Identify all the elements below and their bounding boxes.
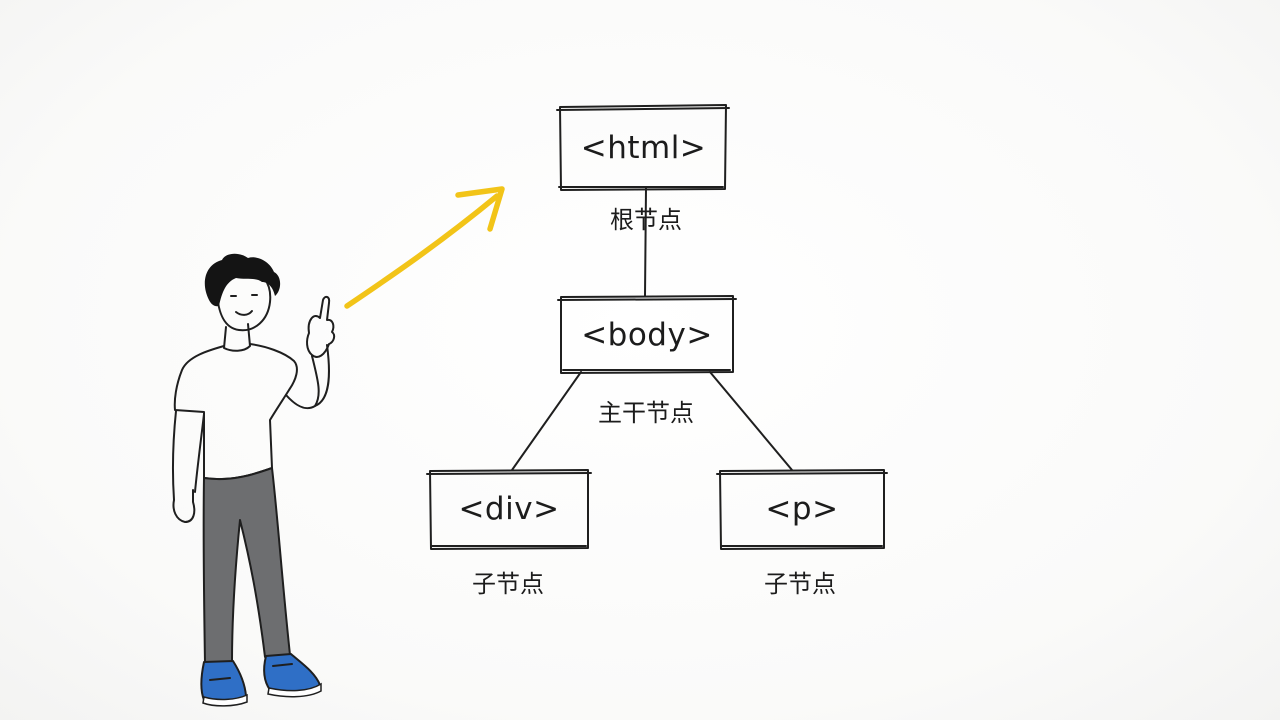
node-box-p xyxy=(716,469,888,550)
edge-html-body xyxy=(644,187,647,297)
right-shoe xyxy=(263,653,321,694)
node-div: <div> xyxy=(430,470,588,548)
node-p: <p> xyxy=(720,470,884,548)
edge-body-p xyxy=(709,371,793,471)
node-html-tag: <html> xyxy=(580,129,707,166)
node-box-body xyxy=(557,295,737,374)
t-shirt xyxy=(173,343,298,481)
node-div-tag: <div> xyxy=(458,491,560,527)
node-body-tag: <body> xyxy=(581,317,713,353)
node-html: <html> xyxy=(561,106,726,189)
node-box-html xyxy=(556,104,730,191)
left-shoe xyxy=(200,660,247,704)
node-p-caption: 子节点 xyxy=(764,570,836,598)
node-div-caption: 子节点 xyxy=(472,570,544,598)
person-illustration xyxy=(171,253,336,707)
edge-body-div xyxy=(511,371,582,471)
node-p-tag: <p> xyxy=(765,491,839,527)
node-html-caption: 根节点 xyxy=(610,206,682,234)
pants xyxy=(202,467,291,664)
hair xyxy=(204,253,281,307)
node-body: <body> xyxy=(561,297,733,373)
node-box-div xyxy=(426,469,592,550)
arrow-pointer-icon xyxy=(344,186,505,309)
node-body-caption: 主干节点 xyxy=(598,399,694,427)
pointing-hand xyxy=(306,295,336,358)
